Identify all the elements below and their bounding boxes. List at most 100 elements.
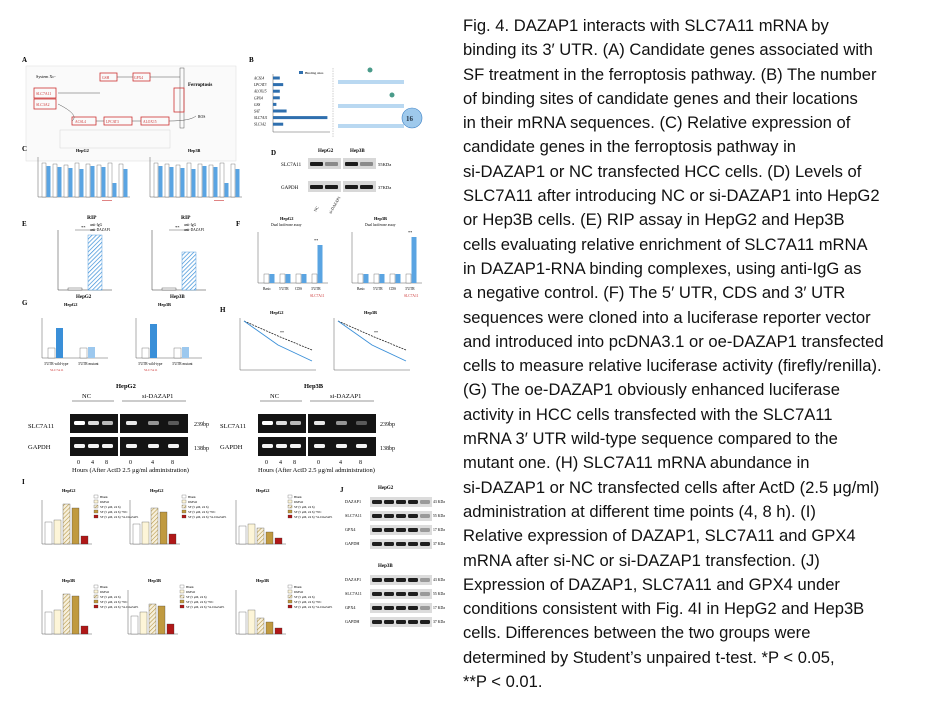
j-row-label: SLC7A11 bbox=[345, 513, 362, 518]
f-category: Basic bbox=[263, 287, 271, 291]
caption-line: in DAZAP1-RNA binding complexes, using a… bbox=[463, 258, 862, 278]
j-band bbox=[384, 592, 394, 596]
c-bar-nc bbox=[96, 164, 102, 198]
i-legend-label: DMSO bbox=[186, 590, 196, 594]
i-legend-label: Blank bbox=[294, 495, 302, 499]
panel-letter-h: H bbox=[220, 306, 226, 314]
i-legend-swatch bbox=[93, 604, 99, 609]
b-bar bbox=[273, 96, 280, 100]
j-band bbox=[420, 620, 430, 624]
f-category: 5'UTR bbox=[373, 287, 383, 291]
j-size: 55 KDa bbox=[433, 514, 445, 518]
lpcat3-label: LPCAT3 bbox=[106, 120, 119, 124]
i-legend-swatch bbox=[287, 514, 293, 519]
c-bar-si bbox=[202, 166, 207, 197]
j-band bbox=[384, 528, 394, 532]
c-bar-si bbox=[213, 167, 218, 197]
c-bar-si bbox=[90, 166, 95, 197]
c-bar-si bbox=[169, 167, 174, 197]
j-band bbox=[384, 500, 394, 504]
e-legend-igg: anti-IgG bbox=[90, 223, 103, 227]
figure-caption: Fig. 4. DAZAP1 interacts with SLC7A11 mR… bbox=[463, 14, 941, 694]
caption-line: si-DAZAP1 or NC transfected cells after … bbox=[463, 477, 880, 497]
panel-letter-f: F bbox=[236, 220, 240, 228]
b-gene-label: SAT bbox=[254, 110, 261, 114]
c-bar-si bbox=[79, 169, 84, 197]
gel-size-138: 138bp bbox=[380, 446, 395, 452]
ros-label: ROS bbox=[198, 115, 205, 119]
caption-line: **P < 0.01. bbox=[463, 672, 543, 692]
f-bar-oe bbox=[379, 274, 385, 283]
j-band bbox=[396, 500, 406, 504]
h-sig: ** bbox=[280, 330, 284, 335]
j-size: 17 KDa bbox=[433, 606, 445, 610]
j-band bbox=[384, 620, 394, 624]
d-lane-nc: NC bbox=[313, 205, 320, 213]
i-legend-swatch bbox=[93, 514, 99, 519]
caption-line: cells to measure relative luciferase act… bbox=[463, 356, 882, 376]
g-category: 3'UTR mutant bbox=[172, 362, 193, 366]
panel-letter-j: J bbox=[340, 486, 344, 494]
gel-band-slc7a11 bbox=[314, 421, 325, 425]
i-legend-swatch bbox=[287, 594, 293, 599]
f-bar-oe bbox=[317, 245, 323, 283]
j-band bbox=[372, 606, 382, 610]
e-bar-dazap1 bbox=[181, 251, 197, 291]
i-bar bbox=[247, 609, 256, 635]
e-cell-label: HepG2 bbox=[76, 295, 92, 300]
gel-lane-label: 8 bbox=[105, 460, 108, 466]
j-band bbox=[396, 592, 406, 596]
j-row-label: GPX4 bbox=[345, 527, 356, 532]
g-cell-title: Hep3B bbox=[158, 302, 171, 307]
caption-line: si-DAZAP1 or NC transfected HCC cells. (… bbox=[463, 161, 862, 181]
g-bar bbox=[47, 347, 56, 359]
i-legend-swatch bbox=[181, 499, 187, 504]
i-legend-swatch bbox=[287, 499, 293, 504]
gel-group-si: si-DAZAP1 bbox=[142, 393, 173, 400]
i-legend-swatch bbox=[93, 589, 99, 594]
c-bar-nc bbox=[74, 162, 80, 198]
f-cell-title: HepG2 bbox=[280, 216, 293, 221]
c-bar-nc bbox=[230, 163, 236, 198]
j-band bbox=[408, 578, 418, 582]
c-bar-si bbox=[112, 183, 117, 197]
c-bar-nc bbox=[153, 162, 159, 198]
i-cell-title: Hep3B bbox=[62, 578, 75, 583]
gel-band-gapdh bbox=[336, 444, 347, 448]
i-legend-label: SF (5 μM, 24 h) bbox=[100, 505, 121, 510]
j-band bbox=[384, 578, 394, 582]
e-sig: ** bbox=[81, 225, 86, 230]
j-size: 43 KDa bbox=[433, 578, 445, 582]
gel-lane-label: 0 bbox=[265, 460, 268, 466]
j-band bbox=[420, 592, 430, 596]
gel-row-slc7a11: SLC7A11 bbox=[28, 423, 54, 430]
f-category: CDS bbox=[295, 287, 302, 291]
i-legend-swatch bbox=[93, 504, 99, 509]
caption-line: Expression of DAZAP1, SLC7A11 and GPX4 u… bbox=[463, 574, 840, 594]
i-legend-label: SF (5 μM, 24 h) +NC bbox=[100, 510, 128, 515]
i-legend-label: SF (5 μM, 24 h) bbox=[294, 505, 315, 510]
e-title-right: RIP bbox=[181, 215, 191, 221]
gel-lane-label: 0 bbox=[317, 460, 320, 466]
j-cell-title: HepG2 bbox=[378, 486, 394, 491]
j-size: 37 KDa bbox=[433, 620, 445, 624]
f-category: 3'UTR bbox=[405, 287, 415, 291]
b-bar bbox=[273, 76, 280, 80]
gel-band-slc7a11 bbox=[168, 421, 179, 425]
gel-band-gapdh bbox=[356, 444, 367, 448]
gel-group-si: si-DAZAP1 bbox=[330, 393, 361, 400]
i-legend-swatch bbox=[287, 509, 293, 514]
gel-row-gapdh: GAPDH bbox=[28, 444, 51, 451]
caption-line: administration at different time points … bbox=[463, 501, 816, 521]
c-bar-nc bbox=[175, 164, 181, 198]
gel-lane-label: 4 bbox=[91, 460, 94, 466]
j-band bbox=[372, 500, 382, 504]
i-bar bbox=[157, 605, 166, 635]
j-row-label: GAPDH bbox=[345, 541, 359, 546]
e-bar-igg bbox=[161, 287, 177, 291]
j-size: 37 KDa bbox=[433, 542, 445, 546]
g-bar bbox=[88, 347, 95, 358]
